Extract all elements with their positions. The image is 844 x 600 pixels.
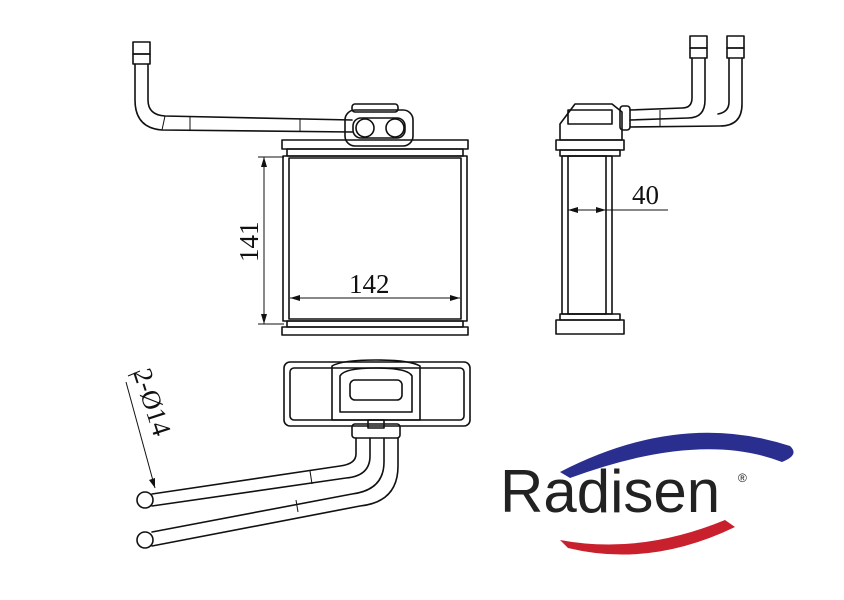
front-view: 141 142 <box>132 41 469 336</box>
front-core <box>281 139 469 336</box>
width-dimension-label: 142 <box>349 269 390 299</box>
height-dimension-label: 141 <box>234 222 264 263</box>
side-view: 40 <box>555 35 745 335</box>
logo-lower-swoosh <box>560 520 735 555</box>
side-core <box>555 155 625 335</box>
logo-text: Radisen <box>500 458 720 525</box>
logo-registered-mark: ® <box>738 471 747 485</box>
logo-upper-swoosh <box>560 432 794 478</box>
depth-dimension: 40 <box>568 180 668 213</box>
radisen-logo: Radisen ® <box>500 432 794 555</box>
bottom-pipes <box>136 419 401 549</box>
depth-dimension-label: 40 <box>632 180 659 210</box>
height-dimension: 141 <box>234 156 284 325</box>
side-pipes <box>619 35 745 131</box>
front-upper-pipe <box>132 41 353 133</box>
front-pipe-connector <box>344 103 414 147</box>
pipe-diameter-dimension: 2-Ø14 <box>125 365 177 489</box>
width-dimension: 142 <box>290 269 460 301</box>
bottom-tank <box>283 359 471 427</box>
side-tank <box>555 103 625 157</box>
pipe-diameter-label: 2-Ø14 <box>127 365 177 440</box>
bottom-view: 2-Ø14 <box>125 359 471 549</box>
